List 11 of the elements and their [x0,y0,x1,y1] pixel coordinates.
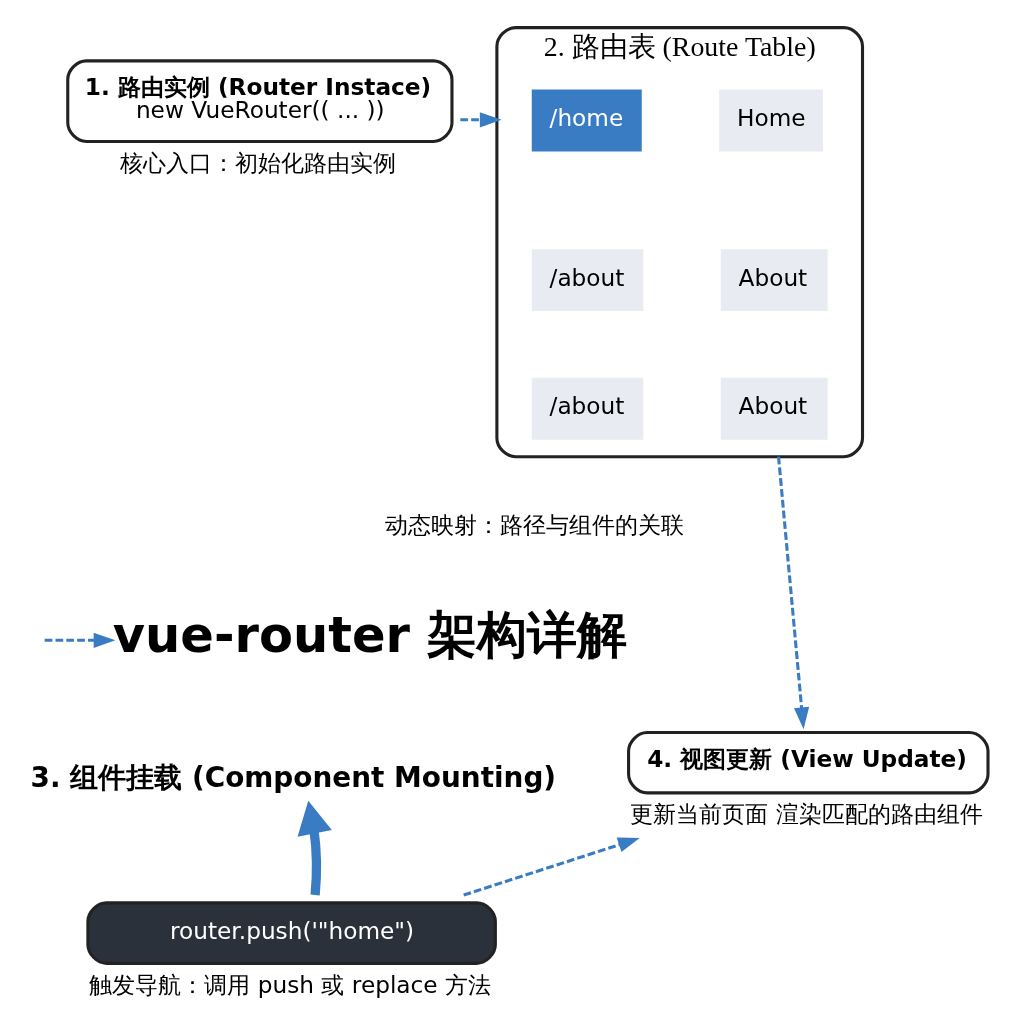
arrow [463,837,640,896]
arrow [297,800,332,895]
node-label: 更新当前页面 渲染匹配的路由组件 [630,799,983,827]
node-label: 触发导航：调用 push 或 replace 方法 [89,970,492,998]
arrow [44,632,116,648]
node-label: 动态映射：路径与组件的关联 [384,510,684,538]
arrow [777,456,810,729]
node-label: 核心入口：初始化路由实例 [119,148,396,176]
node-text: vue-router 架构详解 [112,605,628,664]
node-text: 3. 组件挂载 (Component Mounting) [30,760,557,794]
arrow [460,111,502,127]
